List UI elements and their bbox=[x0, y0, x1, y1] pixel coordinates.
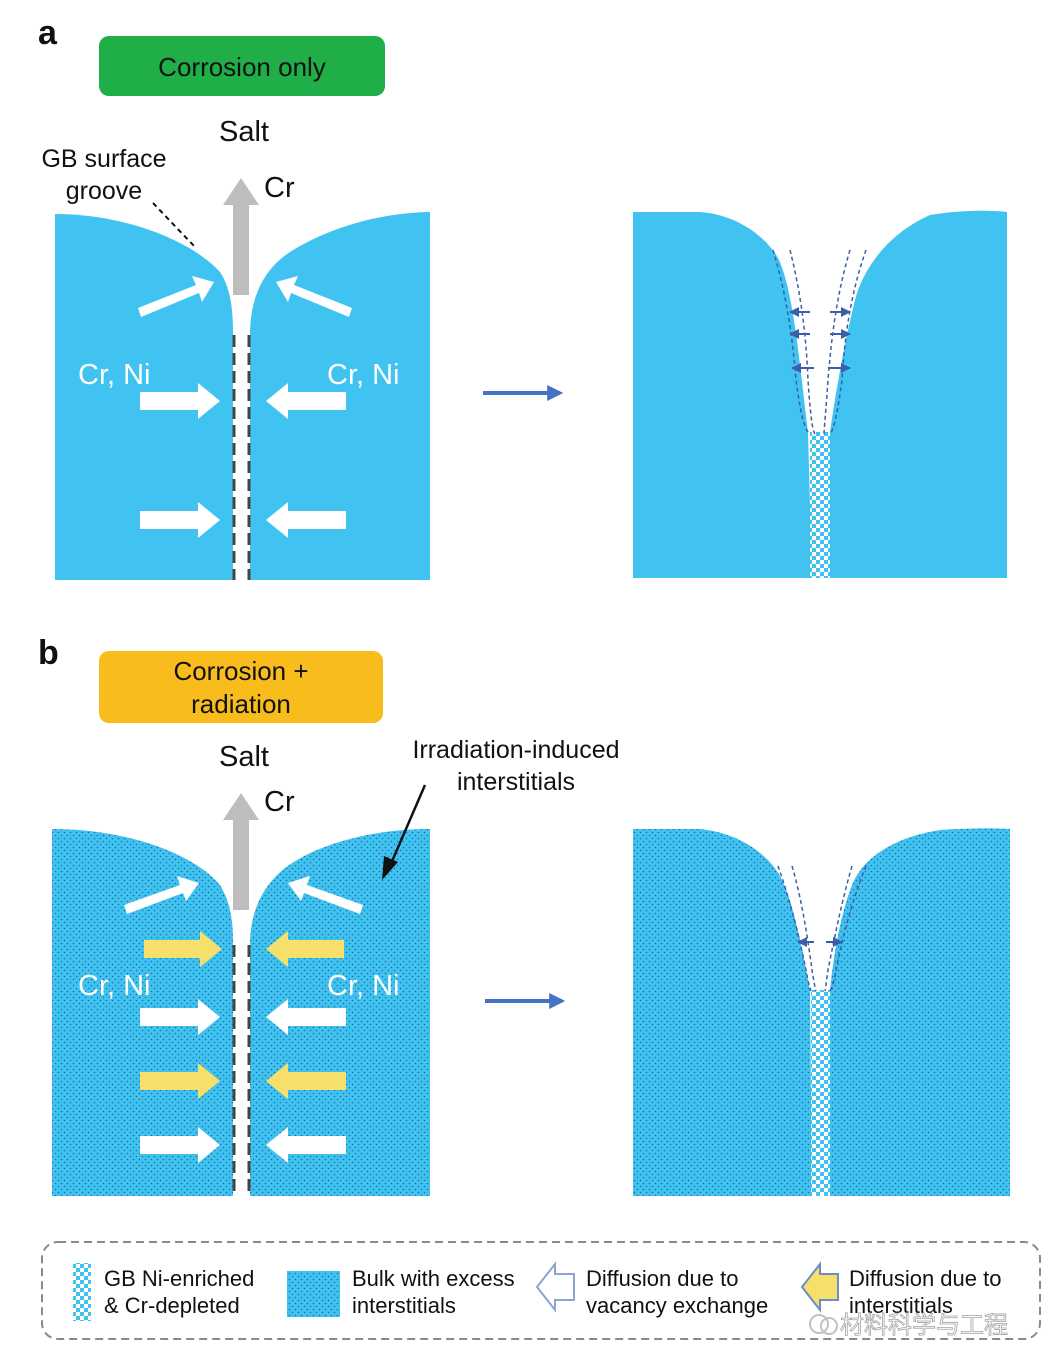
cr-out-arrow-b bbox=[223, 793, 259, 910]
corrosion-radiation-badge bbox=[99, 651, 383, 723]
dashed-profile-b-l1 bbox=[777, 865, 812, 992]
interstitial-arrows bbox=[140, 931, 346, 1099]
cr-ni-left-label-b: Cr, Ni bbox=[78, 970, 151, 1002]
result-left-grain-b bbox=[633, 829, 812, 1196]
watermark: 材料科学与工程 bbox=[809, 1311, 1008, 1339]
legend-item2-line2: interstitials bbox=[352, 1293, 456, 1318]
white-arrow-left-2 bbox=[140, 502, 220, 538]
legend-interstitial-arrow-icon bbox=[800, 1261, 839, 1313]
white-arrow-diag-left-b bbox=[124, 876, 199, 914]
panel-b-letter: b bbox=[38, 634, 59, 672]
small-arrows-a bbox=[789, 307, 851, 373]
corrosion-only-badge bbox=[99, 36, 385, 96]
legend-item3-line1: Diffusion due to bbox=[586, 1266, 738, 1291]
cr-ni-right-label-b: Cr, Ni bbox=[327, 970, 400, 1002]
dashed-profile-b-r2 bbox=[824, 865, 853, 992]
legend-item2-line1: Bulk with excess bbox=[352, 1266, 515, 1291]
white-arrow-left-1 bbox=[140, 383, 220, 419]
interstitials-label-line2: interstitials bbox=[457, 768, 575, 796]
yellow-arrow-right-2 bbox=[266, 1063, 346, 1099]
result-left-grain-a bbox=[633, 212, 812, 578]
white-arrow-diag-left bbox=[138, 276, 214, 317]
cr-label: Cr bbox=[264, 172, 295, 204]
legend-item1-line1: GB Ni-enriched bbox=[104, 1266, 254, 1291]
dashed-profile-b-l2 bbox=[791, 865, 817, 992]
vacancy-arrows-a bbox=[138, 276, 352, 538]
white-arrow-right-b1 bbox=[266, 999, 346, 1035]
white-arrow-diag-right-b bbox=[288, 876, 363, 914]
legend-dots-swatch bbox=[287, 1271, 340, 1317]
legend-item4-line1: Diffusion due to bbox=[849, 1266, 1001, 1291]
badge-b-line1: Corrosion + bbox=[173, 656, 308, 686]
cr-ni-left-label: Cr, Ni bbox=[78, 359, 151, 391]
white-arrow-left-b2 bbox=[140, 1127, 220, 1163]
white-arrow-left-b1 bbox=[140, 999, 220, 1035]
panel-a-letter: a bbox=[38, 14, 58, 52]
cr-out-arrow bbox=[223, 178, 259, 295]
badge-b-line2: radiation bbox=[191, 689, 291, 719]
cr-label-b: Cr bbox=[264, 786, 295, 818]
vacancy-arrows-b bbox=[124, 876, 363, 1163]
white-arrow-right-b2 bbox=[266, 1127, 346, 1163]
interstitials-label-line1: Irradiation-induced bbox=[412, 736, 619, 764]
panel-a: a Corrosion only Salt Cr GB surface groo… bbox=[38, 14, 1007, 580]
legend-box bbox=[41, 1241, 1041, 1340]
groove-label-line2: groove bbox=[66, 177, 142, 205]
watermark-icon bbox=[809, 1314, 829, 1334]
yellow-arrow-right-1 bbox=[266, 931, 344, 967]
panel-b: b Corrosion + radiation Salt Cr Irradiat… bbox=[38, 634, 1010, 1196]
white-arrow-diag-right bbox=[276, 276, 352, 317]
groove-label-line1: GB surface bbox=[41, 145, 166, 173]
legend: GB Ni-enriched & Cr-depleted Bulk with e… bbox=[41, 1241, 1041, 1340]
legend-item1-line2: & Cr-depleted bbox=[104, 1293, 240, 1318]
dashed-profile-b-r1 bbox=[829, 865, 867, 992]
interstitial-pointer bbox=[388, 784, 427, 867]
white-arrow-right-1 bbox=[266, 383, 346, 419]
ni-enriched-gb-b bbox=[811, 990, 830, 1196]
cr-ni-right-label: Cr, Ni bbox=[327, 359, 400, 391]
result-right-grain-a bbox=[829, 210, 1007, 578]
ni-enriched-gb-a bbox=[810, 432, 830, 578]
watermark-text: 材料科学与工程 bbox=[840, 1311, 1008, 1339]
legend-checker-swatch bbox=[73, 1263, 91, 1321]
result-right-grain-b bbox=[829, 828, 1010, 1196]
legend-item4-line2: interstitials bbox=[849, 1293, 953, 1318]
yellow-arrow-left-2 bbox=[140, 1063, 220, 1099]
legend-item3-line2: vacancy exchange bbox=[586, 1293, 768, 1318]
yellow-arrow-left-1 bbox=[144, 931, 222, 967]
badge-label: Corrosion only bbox=[158, 52, 326, 82]
legend-vacancy-arrow-icon bbox=[535, 1261, 575, 1313]
groove-pointer-line bbox=[152, 202, 196, 248]
salt-label-b: Salt bbox=[219, 741, 269, 773]
interstitial-pointer-head bbox=[382, 856, 398, 880]
white-arrow-right-2 bbox=[266, 502, 346, 538]
salt-label: Salt bbox=[219, 116, 269, 148]
